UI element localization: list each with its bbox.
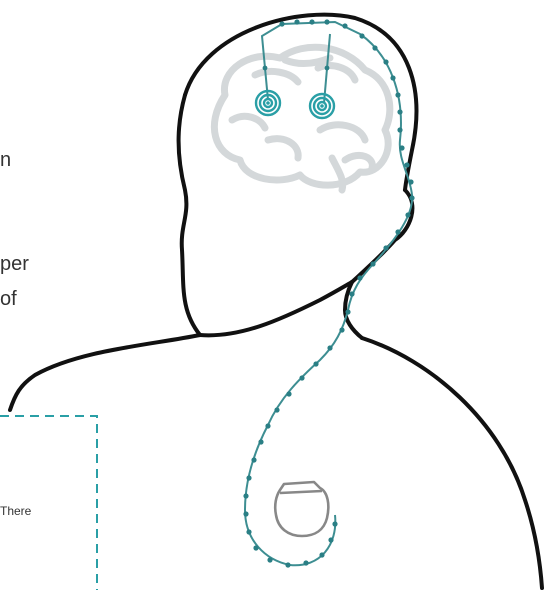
dashed-callout-box — [0, 416, 97, 590]
electrode-center-left — [266, 101, 270, 105]
pulse-generator-device — [275, 482, 328, 536]
brain — [214, 47, 389, 190]
electrode-center-right — [320, 104, 324, 108]
